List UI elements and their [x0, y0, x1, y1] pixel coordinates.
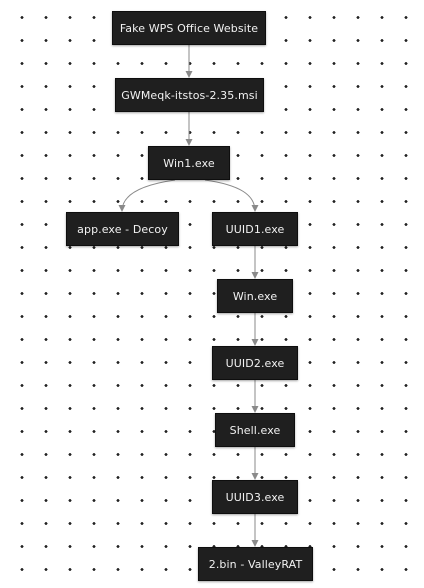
node-label: app.exe - Decoy	[77, 222, 168, 236]
node-label: GWMeqk-itstos-2.35.msi	[121, 88, 258, 102]
node-label: Shell.exe	[229, 423, 281, 437]
node-win-exe: Win.exe	[217, 279, 293, 313]
node-app-exe-decoy: app.exe - Decoy	[66, 212, 179, 246]
node-label: Win1.exe	[163, 156, 215, 170]
node-label: Fake WPS Office Website	[119, 21, 259, 35]
node-valleyrat-bin: 2.bin - ValleyRAT	[198, 547, 313, 581]
node-win1-exe: Win1.exe	[148, 146, 230, 180]
node-label: UUID1.exe	[225, 222, 285, 236]
node-uuid2-exe: UUID2.exe	[212, 346, 298, 380]
node-uuid1-exe: UUID1.exe	[212, 212, 298, 246]
node-label: UUID3.exe	[225, 490, 285, 504]
node-msi-installer: GWMeqk-itstos-2.35.msi	[115, 78, 264, 112]
node-label: 2.bin - ValleyRAT	[208, 557, 303, 571]
edge-win1-to-uuid1	[204, 179, 259, 212]
node-uuid3-exe: UUID3.exe	[212, 480, 298, 514]
node-label: Win.exe	[232, 289, 278, 303]
node-fake-wps-office-website: Fake WPS Office Website	[112, 11, 266, 45]
node-label: UUID2.exe	[225, 356, 285, 370]
edge-win1-to-decoy	[118, 179, 176, 212]
node-shell-exe: Shell.exe	[215, 413, 295, 447]
